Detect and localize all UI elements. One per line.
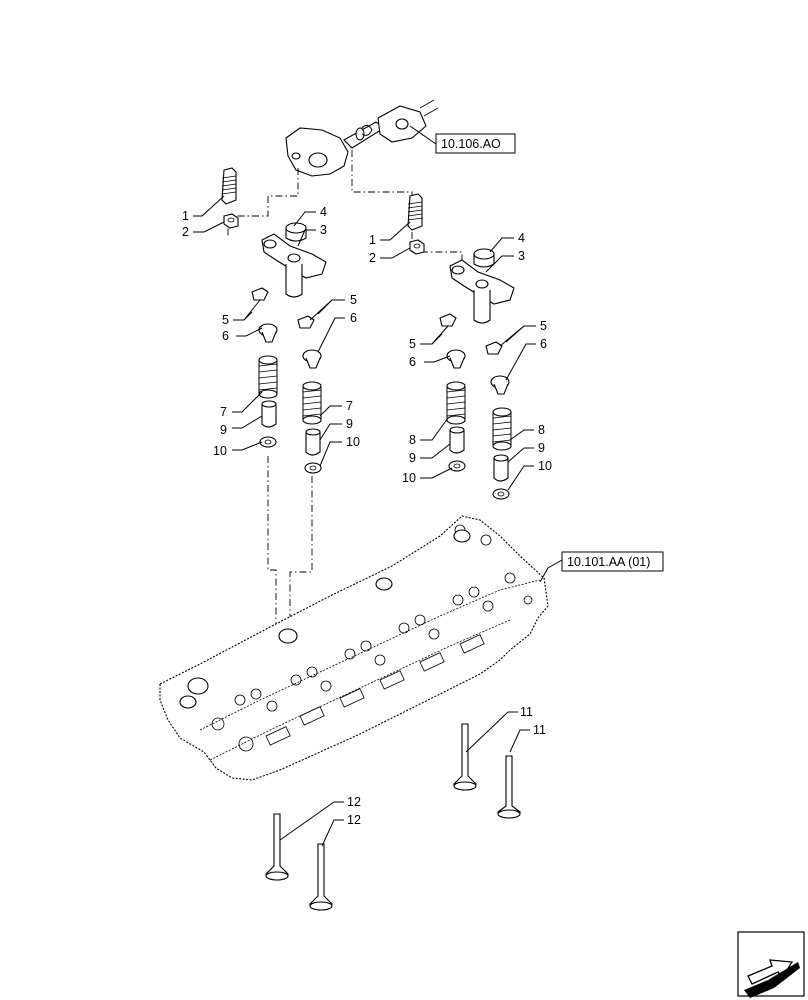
reference-10-106-ao[interactable]: 10.106.AO — [409, 125, 516, 154]
callout-right-1: 1 — [369, 233, 376, 247]
callout-left-10a: 10 — [213, 444, 227, 458]
callout-left-2: 2 — [182, 225, 189, 239]
callout-right-10b: 10 — [538, 459, 552, 473]
callout-numbers: 1 2 4 3 5 6 5 6 7 9 10 7 9 10 1 2 4 3 5 … — [182, 205, 552, 827]
valves-12 — [264, 813, 334, 911]
callout-right-6a: 6 — [409, 355, 416, 369]
callout-left-4: 4 — [320, 205, 327, 219]
callout-valve-12b: 12 — [347, 813, 361, 827]
callout-left-5a: 5 — [222, 313, 229, 327]
spring-right-1 — [446, 381, 466, 425]
callout-left-6b: 6 — [350, 311, 357, 325]
callout-left-10b: 10 — [346, 435, 360, 449]
callout-right-5a: 5 — [409, 337, 416, 351]
callout-right-9b: 9 — [538, 441, 545, 455]
callout-right-2: 2 — [369, 251, 376, 265]
callout-right-3: 3 — [518, 249, 525, 263]
callout-left-7b: 7 — [346, 399, 353, 413]
callout-left-3: 3 — [320, 223, 327, 237]
reference-label-top: 10.106.AO — [441, 137, 501, 151]
reference-label-right: 10.101.AA (01) — [567, 555, 650, 569]
callout-leaders — [193, 195, 536, 847]
callout-right-6b: 6 — [540, 337, 547, 351]
callout-valve-11a: 11 — [520, 705, 533, 719]
callout-right-9a: 9 — [409, 451, 416, 465]
spring-right-2 — [492, 407, 512, 451]
callout-valve-11b: 11 — [533, 723, 546, 737]
callout-left-5b: 5 — [350, 293, 357, 307]
callout-left-6a: 6 — [222, 329, 229, 343]
cylinder-head — [159, 515, 549, 781]
right-group-parts — [407, 193, 515, 500]
callout-left-1: 1 — [182, 209, 189, 223]
spring-left-1 — [258, 355, 278, 399]
callout-right-5b: 5 — [540, 319, 547, 333]
callout-right-8b: 8 — [538, 423, 545, 437]
valves-11 — [452, 723, 522, 819]
rocker-shaft — [285, 99, 439, 177]
callout-left-9a: 9 — [220, 423, 227, 437]
callout-left-9b: 9 — [346, 417, 353, 431]
callout-right-10a: 10 — [402, 471, 416, 485]
navigation-arrow-icon[interactable] — [737, 931, 805, 998]
callout-valve-12a: 12 — [347, 795, 361, 809]
left-group-parts — [221, 167, 327, 474]
callout-left-7a: 7 — [220, 405, 227, 419]
spring-left-2 — [302, 381, 322, 425]
callout-right-8a: 8 — [409, 433, 416, 447]
reference-10-101-aa[interactable]: 10.101.AA (01) — [539, 551, 664, 583]
callout-right-4: 4 — [518, 231, 525, 245]
